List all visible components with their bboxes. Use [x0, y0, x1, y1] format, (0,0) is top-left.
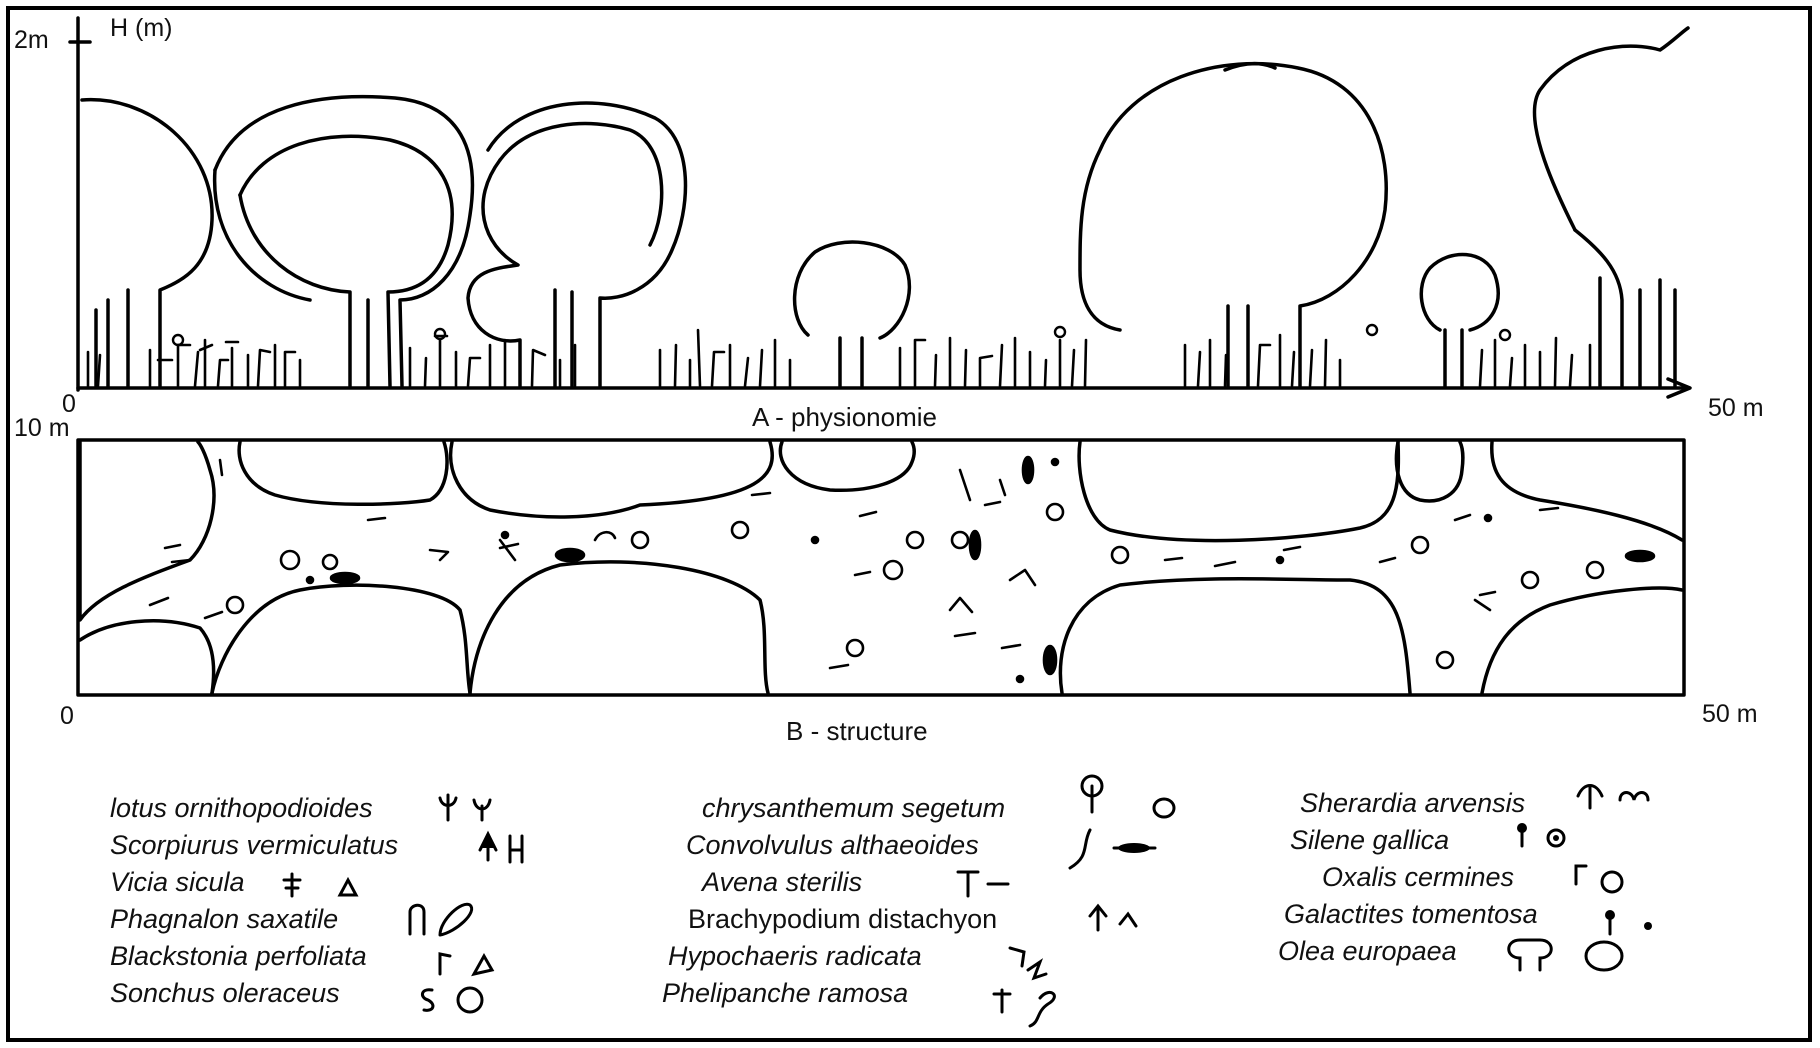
brachypodium-symbol-icon	[1090, 906, 1136, 930]
legend-entry: Oxalis cermines	[1322, 862, 1514, 892]
legend-entry: lotus ornithopodioides	[110, 793, 373, 823]
legend-entry: Avena sterilis	[700, 867, 862, 897]
tree-crown	[1421, 254, 1498, 330]
panel-a-y-axis-label: H (m)	[110, 14, 172, 42]
legend-entry: Hypochaeris radicata	[668, 941, 922, 971]
tree-crown	[1535, 28, 1688, 230]
blackstonia-symbol-icon	[440, 954, 492, 974]
legend-entry: Sonchus oleraceus	[110, 978, 340, 1008]
legend-entry: Sherardia arvensis	[1300, 788, 1525, 818]
avena-symbol-icon	[958, 872, 1008, 896]
chrysanthemum-symbol-icon	[1082, 776, 1174, 817]
legend-entry: Brachypodium distachyon	[688, 904, 997, 934]
phelipanche-symbol-icon	[994, 990, 1054, 1026]
panel-b-x-end-label: 50 m	[1702, 700, 1758, 728]
oxalis-symbol-icon	[1576, 866, 1622, 892]
legend-entry: Olea europaea	[1278, 936, 1457, 966]
legend-entry: Phagnalon saxatile	[110, 904, 338, 934]
tree-crown	[795, 242, 910, 338]
tree-crown	[488, 103, 685, 386]
legend-entry: Vicia sicula	[110, 867, 245, 897]
sherardia-symbol-icon	[1578, 786, 1648, 809]
legend-entry: Convolvulus althaeoides	[686, 830, 979, 860]
sonchus-symbol-icon	[422, 988, 482, 1012]
legend-entry: Scorpiurus vermiculatus	[110, 830, 398, 860]
phagnalon-symbol-icon	[410, 904, 472, 935]
legend-entry: Silene gallica	[1290, 825, 1449, 855]
vicia-symbol-icon	[284, 874, 356, 896]
species-legend: lotus ornithopodioides Scorpiurus vermic…	[110, 788, 1538, 1008]
panel-b-y-top-label: 10 m	[14, 414, 70, 442]
panel-b-origin-label: 0	[60, 702, 74, 730]
olea-symbol-icon	[1509, 940, 1622, 970]
crown-gaps	[80, 442, 1682, 693]
legend-entry: Galactites tomentosa	[1284, 899, 1538, 929]
species-symbols	[150, 457, 1654, 682]
tree-crown	[1080, 64, 1386, 386]
panel-a-x-end-label: 50 m	[1708, 394, 1764, 422]
legend-entry: Phelipanche ramosa	[662, 978, 908, 1008]
panel-b-caption: B - structure	[786, 716, 928, 746]
legend-entry: chrysanthemum segetum	[702, 793, 1005, 823]
panel-a-caption: A - physionomie	[752, 402, 937, 432]
tree-crown	[82, 100, 212, 386]
hypochaeris-symbol-icon	[1010, 948, 1046, 978]
lotus-symbol-icon	[440, 795, 490, 820]
legend-entry: Blackstonia perfoliata	[110, 941, 367, 971]
panel-b-frame	[78, 440, 1684, 695]
tree-crowns	[82, 28, 1688, 386]
panel-a-y-top-label: 2m	[14, 26, 49, 54]
tree-crown	[215, 97, 472, 386]
panel-a-labels: 2m H (m) 0 50 m A - physionomie	[14, 14, 1764, 432]
